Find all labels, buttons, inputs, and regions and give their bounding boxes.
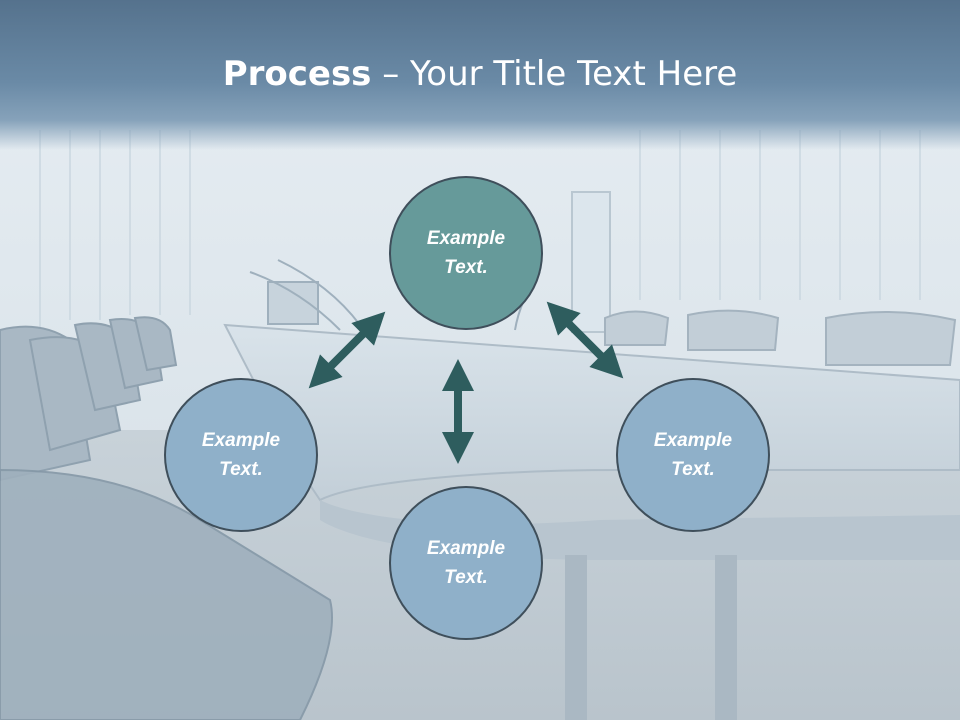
arrow-center-left bbox=[308, 311, 386, 389]
left-node-label: Example Text. bbox=[201, 430, 281, 480]
right-node-label: Example Text. bbox=[653, 430, 733, 480]
title-band bbox=[0, 0, 960, 150]
title-bold-text: Process bbox=[222, 54, 372, 94]
right-node: Example Text. bbox=[616, 378, 770, 532]
slide-title: Process – Your Title Text Here bbox=[0, 52, 960, 96]
bottom-node-label: Example Text. bbox=[426, 538, 506, 588]
center-node-label: Example Text. bbox=[426, 228, 506, 278]
title-rest-text: – Your Title Text Here bbox=[371, 54, 738, 94]
bottom-node: Example Text. bbox=[389, 486, 543, 640]
center-node: Example Text. bbox=[389, 176, 543, 330]
arrow-center-right bbox=[546, 301, 624, 379]
left-node: Example Text. bbox=[164, 378, 318, 532]
